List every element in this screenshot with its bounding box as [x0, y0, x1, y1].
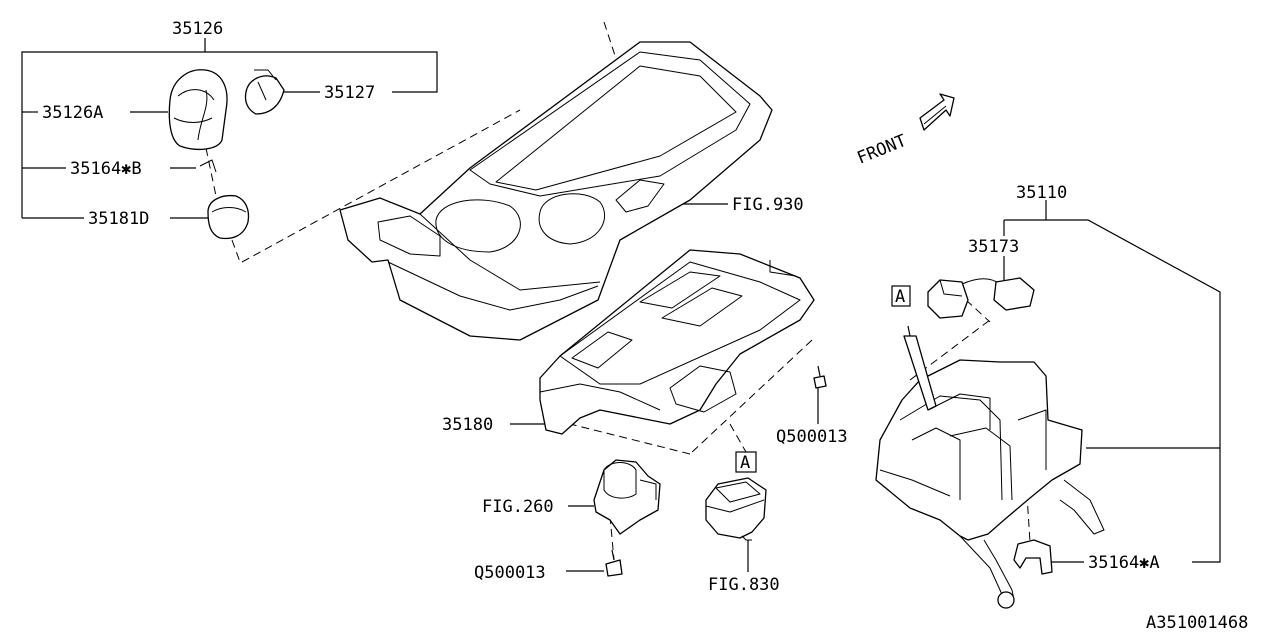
- label-35180: 35180: [442, 415, 493, 435]
- screw-left: [605, 549, 623, 577]
- label-fig260: FIG.260: [482, 497, 554, 517]
- label-35110: 35110: [1016, 183, 1067, 203]
- bracket-fig260: [593, 459, 661, 535]
- label-35126a: 35126A: [42, 103, 103, 123]
- ref-marker-a-top: A: [891, 285, 911, 307]
- label-35164a: 35164✱A: [1088, 553, 1160, 573]
- shift-knob: [168, 69, 228, 151]
- shifter-plate: [539, 249, 815, 435]
- ref-marker-a-top-label: A: [895, 287, 905, 307]
- label-front: FRONT: [854, 131, 909, 169]
- label-35127: 35127: [324, 83, 375, 103]
- label-35164b: 35164✱B: [70, 159, 142, 179]
- console-panel: [339, 41, 773, 341]
- label-q500013-right: Q500013: [776, 427, 848, 447]
- label-q500013-left: Q500013: [474, 563, 546, 583]
- shifter-assembly: [875, 325, 1105, 609]
- ref-marker-a-bottom-label: A: [740, 453, 750, 473]
- front-arrow-icon: [919, 93, 955, 131]
- screw-right: [813, 365, 827, 389]
- ref-marker-a-bottom: A: [735, 451, 757, 473]
- clip-35164a: [1013, 539, 1053, 575]
- connector-35173: [927, 277, 1035, 319]
- leader-lines: [21, 38, 1221, 572]
- boot-35181d: [207, 194, 250, 240]
- drawing-number: A351001468: [1146, 613, 1248, 633]
- label-fig930: FIG.930: [732, 195, 804, 215]
- label-fig830: FIG.830: [708, 575, 780, 595]
- module-fig830: [705, 477, 767, 541]
- label-35126: 35126: [172, 19, 223, 39]
- knob-button: [244, 69, 285, 115]
- clip-35164b: [199, 159, 217, 173]
- label-35181d: 35181D: [88, 209, 149, 229]
- label-35173: 35173: [968, 237, 1019, 257]
